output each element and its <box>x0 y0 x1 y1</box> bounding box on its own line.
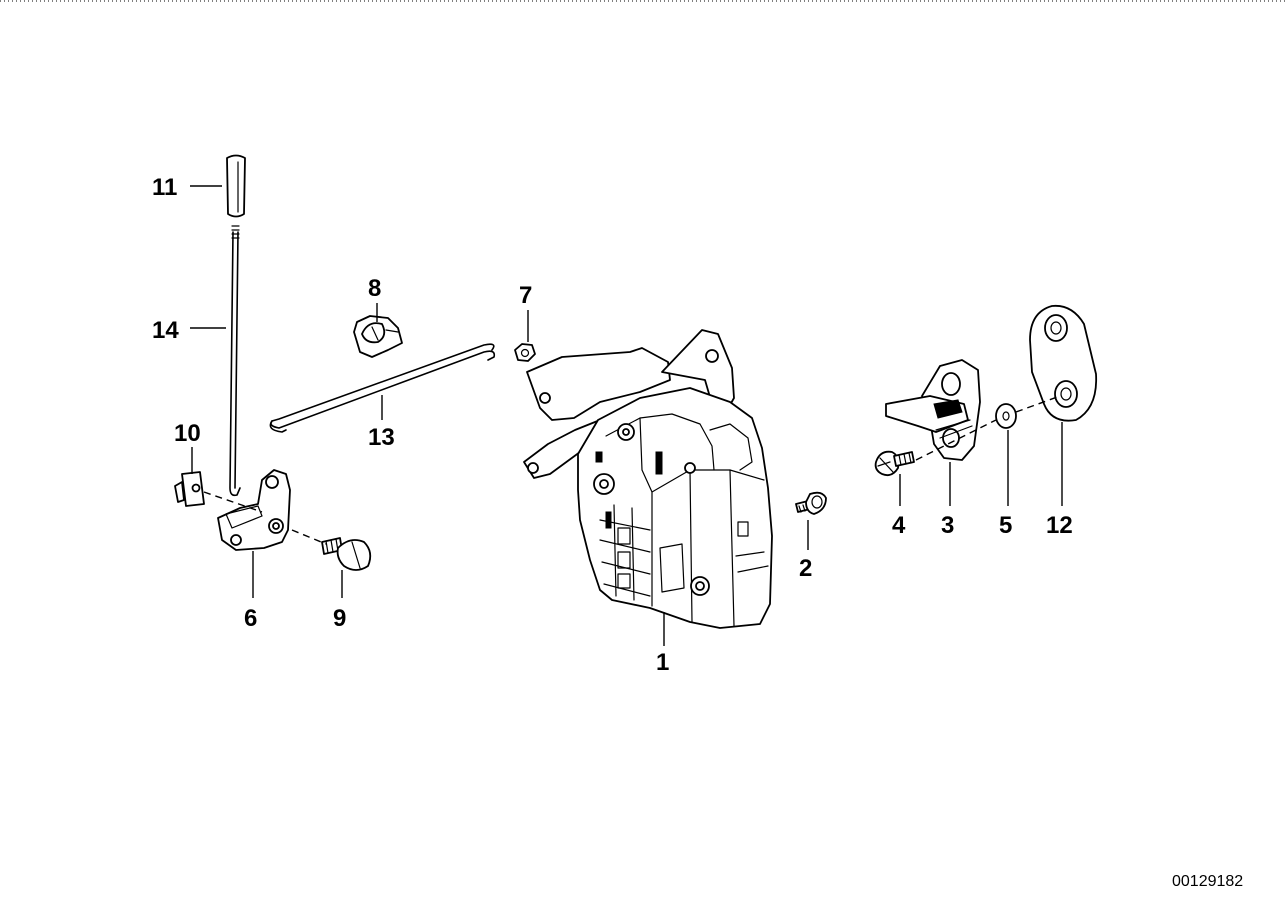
leader-lines <box>190 185 1063 646</box>
callout-9: 9 <box>333 605 346 632</box>
drawing-number: 00129182 <box>1172 873 1243 890</box>
part-5-washer <box>995 403 1017 429</box>
callout-7: 7 <box>519 282 532 309</box>
part-2-screw <box>795 491 827 515</box>
part-3-striker <box>885 359 981 461</box>
callout-3: 3 <box>941 512 954 539</box>
callout-12: 12 <box>1046 512 1073 539</box>
part-11-knob <box>226 154 246 218</box>
assembly-axis-left <box>203 491 327 545</box>
callout-1: 1 <box>656 649 669 676</box>
part-10-clip <box>174 471 205 507</box>
part-1-lock <box>523 329 773 629</box>
part-9-bolt <box>321 537 372 571</box>
callout-10: 10 <box>174 420 201 447</box>
callout-8: 8 <box>368 275 381 302</box>
part-12-plate <box>1029 304 1098 422</box>
callout-6: 6 <box>244 605 257 632</box>
callout-11: 11 <box>152 174 177 201</box>
callout-2: 2 <box>799 555 812 582</box>
part-8-clip <box>353 315 403 358</box>
part-14-rod <box>229 225 241 497</box>
callout-5: 5 <box>999 512 1012 539</box>
callout-13: 13 <box>368 424 395 451</box>
part-4-screw <box>874 450 915 477</box>
callout-4: 4 <box>892 512 906 539</box>
callout-14: 14 <box>152 317 179 344</box>
part-7-nut <box>514 343 536 362</box>
part-13-wire <box>269 343 496 433</box>
assembly-axis-right <box>915 395 1061 461</box>
part-6-lever <box>217 469 291 551</box>
